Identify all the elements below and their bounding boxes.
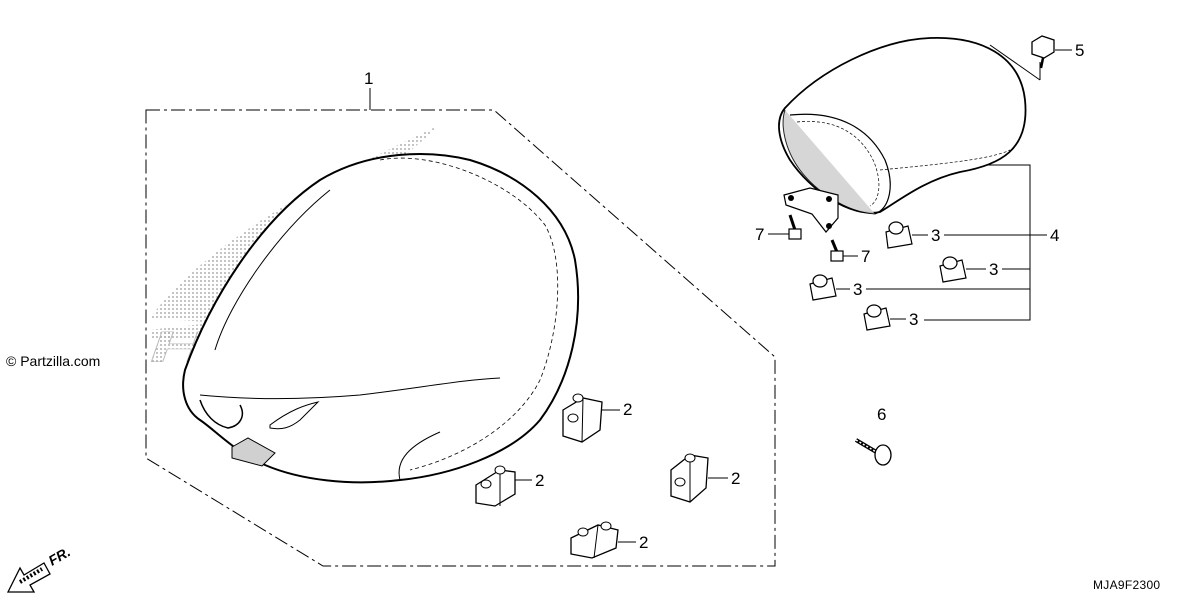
callout-stopper-d: 2 (639, 533, 648, 552)
stopper-d (570, 521, 619, 559)
callout-cushion-d: 3 (909, 310, 918, 329)
cushion-a (885, 221, 913, 249)
stopper-c (670, 453, 709, 503)
callout-screw-a: 7 (755, 225, 764, 244)
bolt-top (1031, 35, 1055, 69)
stopper-a (562, 393, 603, 443)
cushion-c (809, 274, 837, 301)
callout-stopper-c: 2 (731, 469, 740, 488)
callout-cushion-b: 3 (989, 260, 998, 279)
front-marker-label: FR. (46, 543, 74, 568)
callout-cushion-c: 3 (853, 280, 862, 299)
callout-cushion-a: 3 (931, 226, 940, 245)
callout-flange-bolt: 6 (877, 405, 886, 424)
callout-stopper-a: 2 (623, 400, 632, 419)
screw-a (788, 214, 802, 240)
leader-lines (369, 44, 1072, 543)
main-seat (182, 153, 580, 484)
seat-group-boundary (145, 109, 776, 567)
pillion-seat (778, 37, 1027, 233)
callout-pillion-assembly: 4 (1050, 226, 1059, 245)
cushion-d (863, 304, 891, 331)
watermark-text: © Partzilla.com (6, 353, 101, 369)
callout-seat-assembly: 1 (364, 69, 373, 88)
callout-bolt-top: 5 (1075, 41, 1084, 60)
cushion-b (939, 256, 967, 283)
stopper-b (475, 465, 516, 507)
diagram-code: MJA9F2300 (1093, 578, 1161, 592)
callout-screw-b: 7 (861, 247, 870, 266)
callout-stopper-b: 2 (535, 471, 544, 490)
front-direction-arrow-icon: FR. (6, 543, 74, 593)
flange-bolt (854, 438, 892, 466)
screw-b (830, 239, 844, 262)
